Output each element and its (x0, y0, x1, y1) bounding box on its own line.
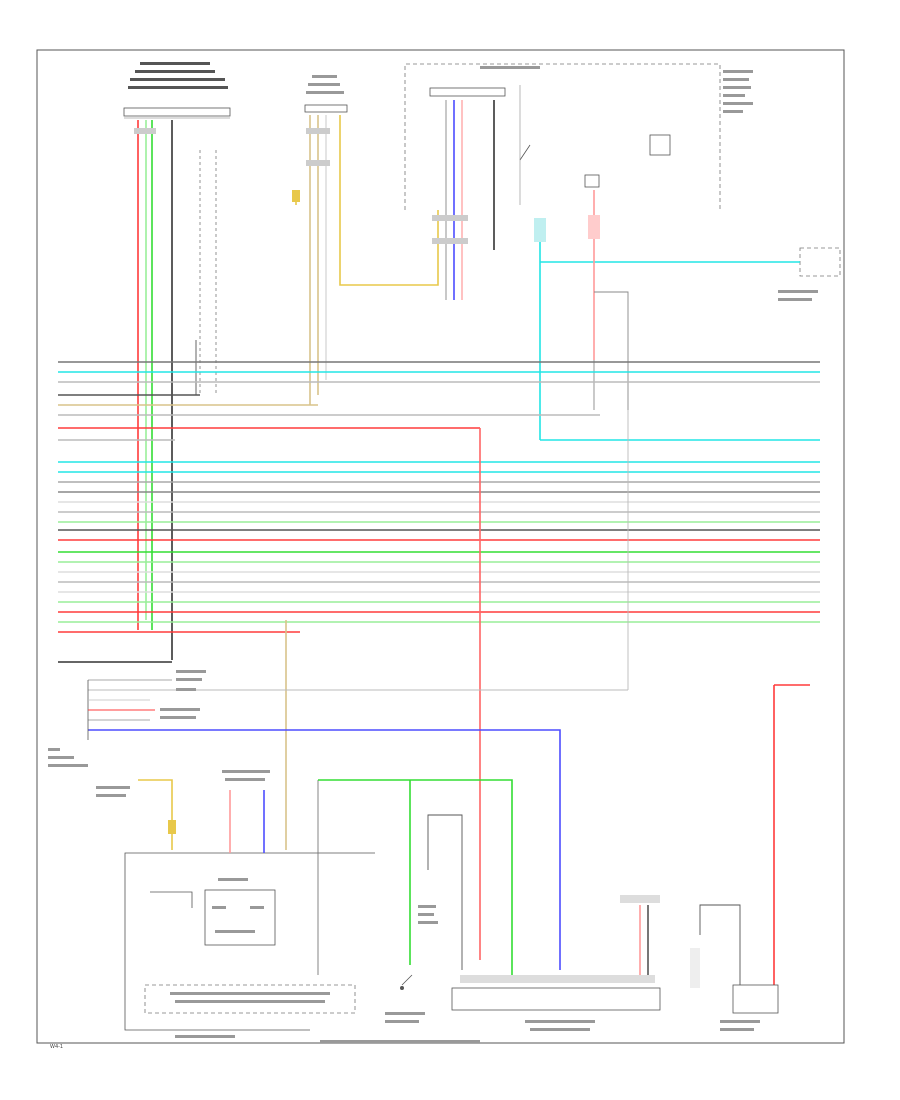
right-sensor (778, 247, 841, 301)
upper-left-connector (123, 62, 231, 119)
left-labels (48, 670, 206, 767)
upper-center-connector (304, 75, 348, 113)
bottom-left-sensor (96, 779, 176, 850)
harness-bus-lower (58, 461, 820, 663)
relay-box (404, 63, 753, 212)
top-vertical-wires (137, 100, 820, 660)
harness-bus-upper (58, 361, 820, 441)
connector-pins-top (134, 128, 600, 244)
lower-vertical-wires (88, 410, 810, 985)
green-switch-circuit (318, 779, 513, 1023)
footer-id: W4-1 (50, 1044, 63, 1050)
engine-control-module (124, 770, 375, 1038)
bottom-right-sensor (690, 904, 779, 1031)
diagram-frame (36, 49, 845, 1044)
bottom-center-module (320, 895, 661, 1043)
